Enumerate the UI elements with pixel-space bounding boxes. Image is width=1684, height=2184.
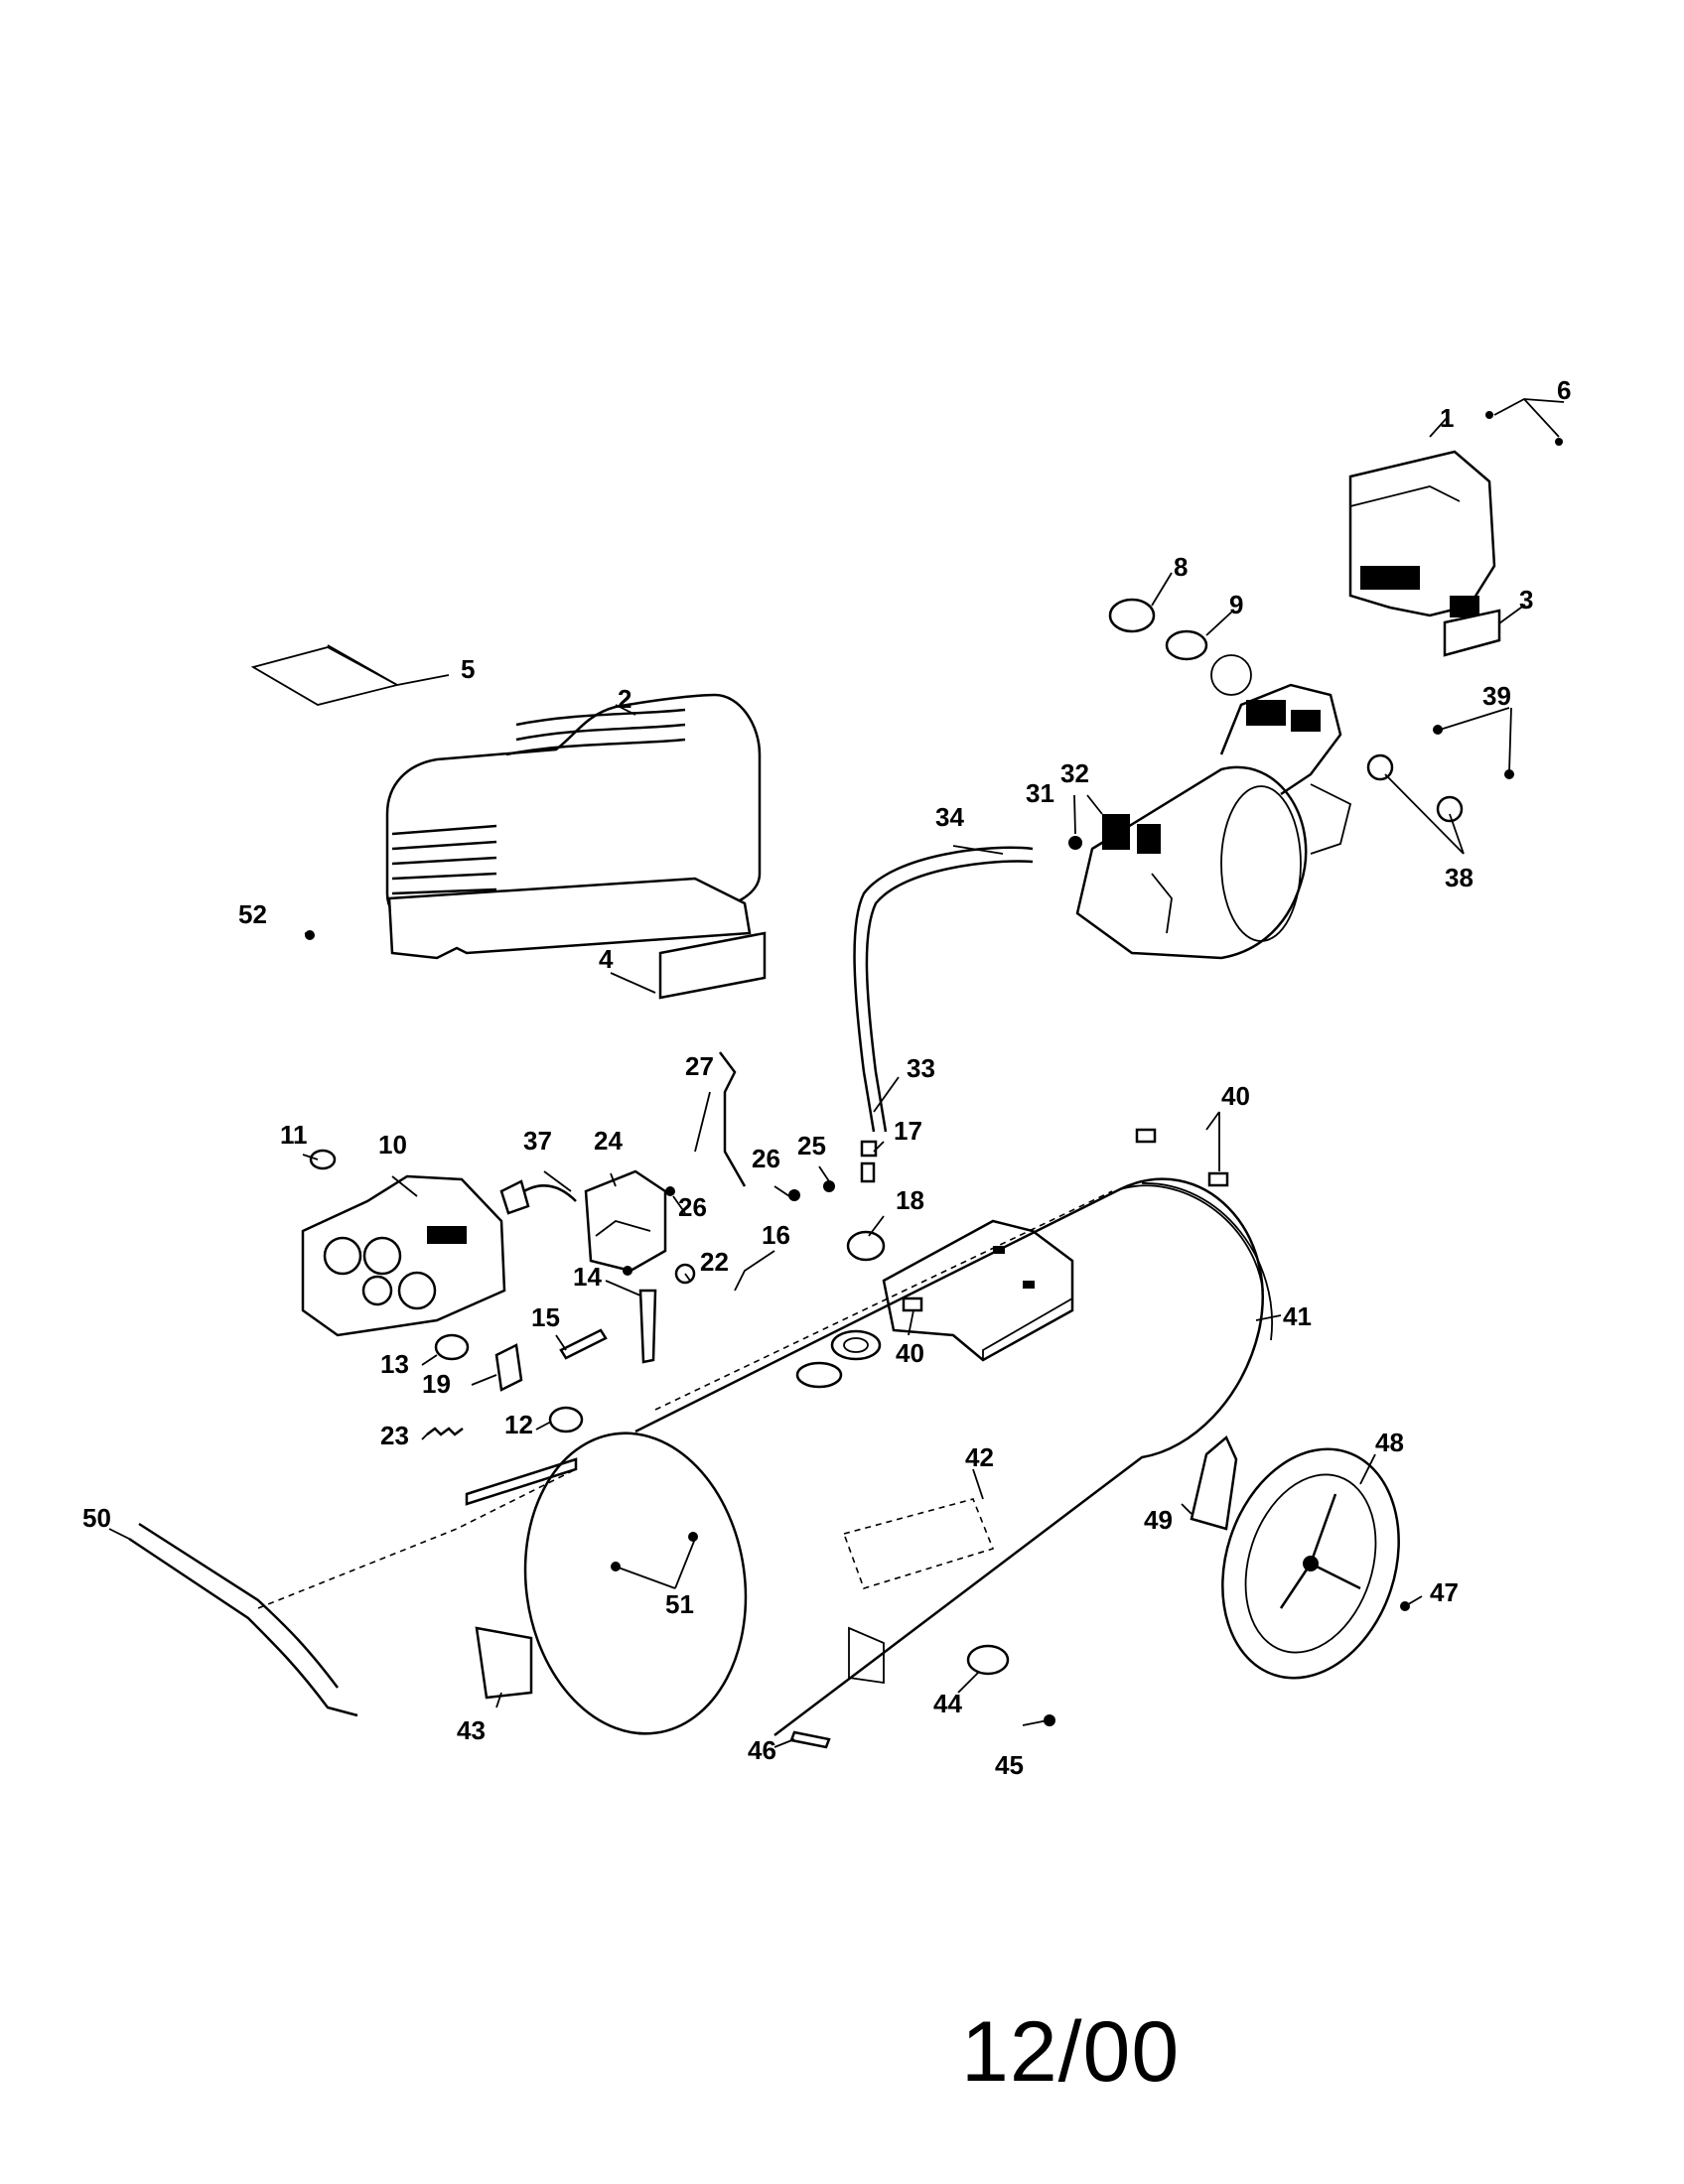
part-label-19: 19 (422, 1369, 451, 1399)
part-label-50: 50 (82, 1503, 111, 1533)
nut-31 (1068, 836, 1082, 850)
part-label-18: 18 (896, 1185, 924, 1215)
screw-51a (688, 1532, 698, 1542)
drain-fitting (559, 1328, 608, 1360)
part-label-51: 51 (665, 1589, 694, 1619)
outlet-hose (853, 846, 1034, 1133)
part-label-3: 3 (1519, 585, 1533, 614)
motor-pump-assembly (1075, 654, 1352, 960)
drain-valve (966, 1644, 1010, 1676)
petcock (1044, 1714, 1055, 1726)
part-label-33: 33 (907, 1053, 935, 1083)
part-label-43: 43 (457, 1715, 486, 1745)
bracket-40-right (1207, 1171, 1229, 1187)
part-label-26: 26 (752, 1144, 780, 1173)
safety-valve (638, 1289, 657, 1364)
spring (426, 1427, 464, 1436)
part-label-52: 52 (238, 899, 267, 929)
part-label-23: 23 (380, 1421, 409, 1450)
rear-cover (1348, 450, 1496, 617)
part-label-44: 44 (933, 1689, 962, 1718)
ring-9 (1165, 629, 1208, 661)
part-label-4: 4 (599, 944, 614, 974)
part-label-25: 25 (797, 1131, 826, 1160)
part-label-2: 2 (618, 684, 632, 714)
part-label-40: 40 (1221, 1081, 1250, 1111)
regulator (494, 1343, 523, 1392)
foot-38a (1366, 753, 1394, 781)
label-plate (842, 1498, 995, 1589)
part-label-38: 38 (1445, 863, 1474, 892)
part-label-9: 9 (1229, 590, 1243, 619)
part-label-45: 45 (995, 1750, 1024, 1780)
part-labels: 1 2 3 4 5 6 8 9 10 11 12 13 14 15 16 17 … (82, 375, 1571, 1780)
control-manifold (301, 1174, 506, 1337)
leader-lines (108, 398, 1565, 1748)
part-label-42: 42 (965, 1442, 994, 1472)
screw-6a (1485, 411, 1493, 419)
fitting-26b (665, 1186, 675, 1196)
part-label-31: 31 (1026, 778, 1054, 808)
unloader-tube (719, 1051, 747, 1187)
part-label-17: 17 (894, 1116, 922, 1146)
part-label-5: 5 (461, 654, 475, 684)
part-label-22: 22 (700, 1247, 729, 1277)
wheel-bracket (1190, 1434, 1238, 1531)
leg (475, 1626, 533, 1700)
cap-11 (309, 1149, 337, 1170)
part-label-12: 12 (504, 1410, 533, 1439)
part-label-6: 6 (1557, 375, 1571, 405)
part-label-1: 1 (1440, 403, 1454, 433)
part-label-46: 46 (748, 1735, 776, 1765)
part-label-47: 47 (1430, 1577, 1459, 1607)
part-label-37: 37 (523, 1126, 552, 1156)
part-label-24: 24 (594, 1126, 623, 1156)
decal-3 (1443, 609, 1501, 657)
revision-date: 12/00 (961, 2004, 1181, 2100)
screw-39b (1504, 769, 1514, 779)
part-label-32: 32 (1060, 758, 1089, 788)
part-label-26b: 26 (678, 1192, 707, 1222)
bracket-40-mid (902, 1297, 923, 1312)
ring-8 (1108, 598, 1156, 633)
wheel (1221, 1447, 1400, 1680)
part-label-13: 13 (380, 1349, 409, 1379)
baffle-4 (658, 931, 767, 1000)
fitting-25 (823, 1180, 835, 1192)
pressure-switch (584, 1169, 667, 1276)
gauge-12 (548, 1406, 584, 1433)
fitting-26 (788, 1189, 800, 1201)
shroud-cover (385, 693, 762, 960)
part-label-27: 27 (685, 1051, 714, 1081)
part-label-16: 16 (762, 1220, 790, 1250)
part-label-40b: 40 (896, 1338, 924, 1368)
screw-6b (1555, 438, 1563, 446)
part-label-11: 11 (280, 1120, 308, 1150)
part-label-8: 8 (1174, 552, 1188, 582)
part-label-10: 10 (378, 1130, 407, 1160)
pump-mounting-plate (882, 1219, 1074, 1362)
air-tank (523, 1177, 1273, 1736)
handle (128, 1537, 358, 1717)
baffle-5 (250, 646, 400, 706)
part-label-48: 48 (1375, 1428, 1404, 1457)
check-valve-parts (795, 1140, 886, 1389)
part-label-34: 34 (935, 802, 964, 832)
gauge-13 (434, 1333, 470, 1361)
part-label-49: 49 (1144, 1505, 1173, 1535)
part-label-15: 15 (531, 1302, 560, 1332)
part-label-41: 41 (1283, 1301, 1312, 1331)
part-label-39: 39 (1482, 681, 1511, 711)
cord-plug (499, 1179, 530, 1215)
rubber-foot (789, 1730, 831, 1749)
bracket-40-top (1135, 1128, 1157, 1144)
foot-38b (1436, 795, 1464, 823)
part-label-14: 14 (573, 1262, 602, 1292)
screw-39a (1433, 725, 1443, 735)
